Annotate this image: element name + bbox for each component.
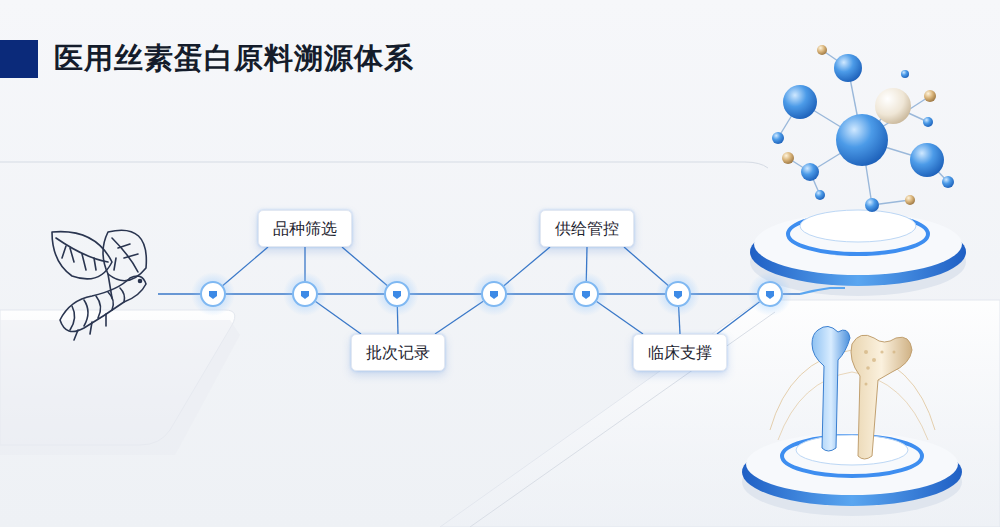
title: 医用丝素蛋白原料溯源体系 [54,39,414,79]
timeline-dot [283,272,327,316]
timeline-dot [748,272,792,316]
box-label: 品种筛选 [273,219,337,238]
box-label: 供给管控 [555,219,619,238]
timeline-dot [564,272,608,316]
process-box: 品种筛选 [258,210,352,247]
timeline-dot [191,272,235,316]
leader-line [504,247,550,286]
box-label: 批次记录 [366,343,430,362]
box-label: 临床支撑 [648,343,712,362]
timeline-dot [472,272,516,316]
process-box: 批次记录 [351,334,445,371]
process-box: 临床支撑 [633,334,727,371]
timeline-dot [656,272,700,316]
timeline-dot [375,272,419,316]
process-box: 供给管控 [540,210,634,247]
